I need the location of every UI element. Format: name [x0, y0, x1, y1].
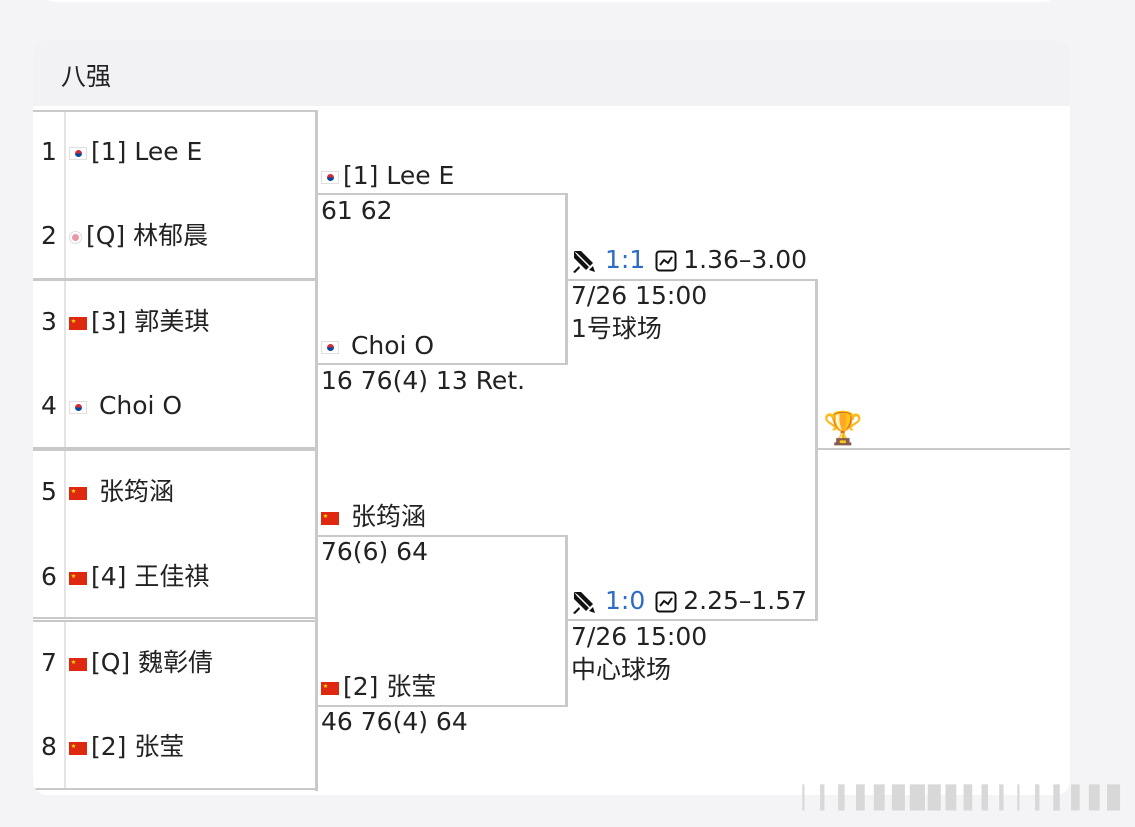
h2h-score: 1:0 — [605, 586, 646, 615]
player-name-wrap: [2] 张莹 — [69, 727, 184, 767]
china-flag-icon — [321, 681, 339, 695]
player-name-wrap: [1] Lee E — [69, 132, 202, 172]
r1-match-2 — [33, 279, 318, 449]
r1-connector — [315, 110, 318, 280]
player-name: [2] 张莹 — [91, 732, 185, 761]
crossed-swords-icon — [573, 592, 595, 614]
match-score: 76(6) 64 — [321, 537, 428, 566]
chart-icon — [655, 591, 677, 613]
r2-match-1 — [318, 193, 568, 365]
player-name-wrap: Choi O — [69, 386, 182, 426]
match-time: 7/26 15:00 — [571, 281, 708, 310]
china-flag-icon — [69, 486, 87, 500]
china-flag-icon — [69, 741, 87, 755]
card-header: 八强 — [33, 40, 1070, 106]
player-name-wrap: [3] 郭美琪 — [69, 302, 209, 342]
previous-card — [40, 0, 1060, 2]
china-flag-icon — [69, 571, 87, 585]
seed-divider — [64, 281, 66, 447]
china-flag-icon — [69, 657, 87, 671]
player-name: [Q] 魏彰倩 — [91, 648, 214, 677]
player-name-wrap: [Q] 林郁晨 — [69, 216, 208, 256]
odds: 1.36–3.00 — [683, 245, 808, 274]
r1-player[interactable]: 1 [1] Lee E — [33, 132, 318, 172]
player-name: [Q] 林郁晨 — [86, 221, 209, 250]
seed-divider — [64, 451, 66, 617]
bracket: 1 [1] Lee E 2 [Q] 林郁晨 3 [3] 郭美琪 4 Choi O… — [33, 106, 1070, 795]
player-name: [4] 王佳祺 — [91, 562, 210, 591]
r1-match-4 — [33, 620, 318, 790]
chinese-taipei-flag-icon — [69, 230, 82, 244]
r1-player[interactable]: 3 [3] 郭美琪 — [33, 302, 318, 342]
match-score: 16 76(4) 13 Ret. — [321, 366, 526, 395]
seed-divider — [64, 622, 66, 788]
r1-player[interactable]: 4 Choi O — [33, 386, 318, 426]
player-name-wrap: [Q] 魏彰倩 — [69, 643, 213, 683]
match-score: 46 76(4) 64 — [321, 707, 468, 736]
player-name: [3] 郭美琪 — [91, 307, 210, 336]
chart-icon — [655, 250, 677, 272]
player-name: [1] Lee E — [91, 137, 203, 166]
seed-number: 3 — [41, 307, 57, 336]
player-name: [1] Lee E — [343, 161, 455, 190]
r2-player[interactable]: Choi O — [321, 330, 434, 362]
section-title: 八强 — [61, 62, 112, 91]
semifinal-bracket — [568, 279, 818, 621]
watermark: ▏▎▍▌▋▊▉▊▋▌▍▎▏▎▍▌▋▊ — [802, 786, 1125, 811]
r2-player[interactable]: 张筠涵 — [321, 501, 426, 533]
r1-connector — [315, 279, 318, 450]
seed-divider — [64, 112, 66, 278]
player-name-wrap: [4] 王佳祺 — [69, 557, 209, 597]
player-name: 张筠涵 — [343, 502, 426, 531]
player-name: 张筠涵 — [91, 477, 174, 506]
h2h-row[interactable]: 1:0 2.25–1.57 — [571, 585, 807, 617]
r1-player[interactable]: 7 [Q] 魏彰倩 — [33, 643, 318, 683]
seed-number: 8 — [41, 732, 57, 761]
match-time: 7/26 15:00 — [571, 622, 708, 651]
korea-flag-icon — [321, 340, 339, 354]
match-court: 1号球场 — [571, 314, 662, 343]
seed-number: 6 — [41, 562, 57, 591]
r2-match-2 — [318, 535, 568, 707]
r1-player[interactable]: 6 [4] 王佳祺 — [33, 557, 318, 597]
player-name: [2] 张莹 — [343, 672, 437, 701]
r1-connector — [315, 449, 318, 621]
match-court: 中心球场 — [571, 655, 672, 684]
china-flag-icon — [69, 316, 87, 330]
r1-connector — [315, 620, 318, 791]
h2h-row[interactable]: 1:1 1.36–3.00 — [571, 244, 807, 276]
h2h-score: 1:1 — [605, 245, 646, 274]
seed-number: 2 — [41, 221, 57, 250]
r1-match-3 — [33, 449, 318, 619]
r1-player[interactable]: 8 [2] 张莹 — [33, 727, 318, 767]
match-score: 61 62 — [321, 196, 393, 225]
china-flag-icon — [321, 511, 339, 525]
final-line — [818, 448, 1070, 450]
r1-player[interactable]: 2 [Q] 林郁晨 — [33, 216, 318, 256]
seed-number: 5 — [41, 477, 57, 506]
seed-number: 1 — [41, 137, 57, 166]
bracket-card: 八强 1 [1] Lee E 2 [Q] 林郁晨 3 [3] 郭美琪 4 Cho… — [33, 40, 1070, 795]
korea-flag-icon — [69, 400, 87, 414]
r2-player[interactable]: [2] 张莹 — [321, 671, 436, 703]
player-name: Choi O — [91, 391, 183, 420]
player-name-wrap: 张筠涵 — [69, 472, 174, 512]
odds: 2.25–1.57 — [683, 586, 808, 615]
korea-flag-icon — [321, 170, 339, 184]
seed-number: 7 — [41, 648, 57, 677]
r1-player[interactable]: 5 张筠涵 — [33, 472, 318, 512]
player-name: Choi O — [343, 331, 435, 360]
crossed-swords-icon — [573, 251, 595, 273]
r2-player[interactable]: [1] Lee E — [321, 160, 454, 192]
korea-flag-icon — [69, 146, 87, 160]
trophy-icon: 🏆 — [823, 409, 863, 447]
seed-number: 4 — [41, 391, 57, 420]
